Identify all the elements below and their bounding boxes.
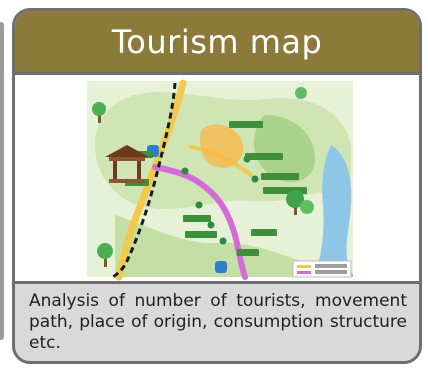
scenic-route [152, 164, 248, 280]
route-shield-icon [215, 261, 227, 273]
tree-icon [92, 102, 106, 123]
tree-icon [97, 243, 113, 267]
town-area [199, 124, 244, 168]
tourism-map-image [15, 75, 419, 284]
tree-icon [295, 87, 307, 99]
tourism-map-card: Tourism map [12, 8, 422, 364]
card-description: Analysis of number of tourists, movement… [29, 291, 407, 353]
adjacent-panel-edge [0, 22, 4, 340]
main-road [115, 79, 187, 281]
map-water [315, 145, 353, 277]
map-illustration [87, 79, 353, 281]
map-hill [253, 115, 315, 183]
tree-icon [286, 190, 314, 215]
map-legend [292, 260, 352, 278]
card-header: Tourism map [15, 11, 419, 75]
card-title: Tourism map [111, 22, 323, 61]
pavilion-icon [105, 145, 149, 183]
railway-line [112, 82, 177, 279]
map-valley [115, 215, 305, 277]
